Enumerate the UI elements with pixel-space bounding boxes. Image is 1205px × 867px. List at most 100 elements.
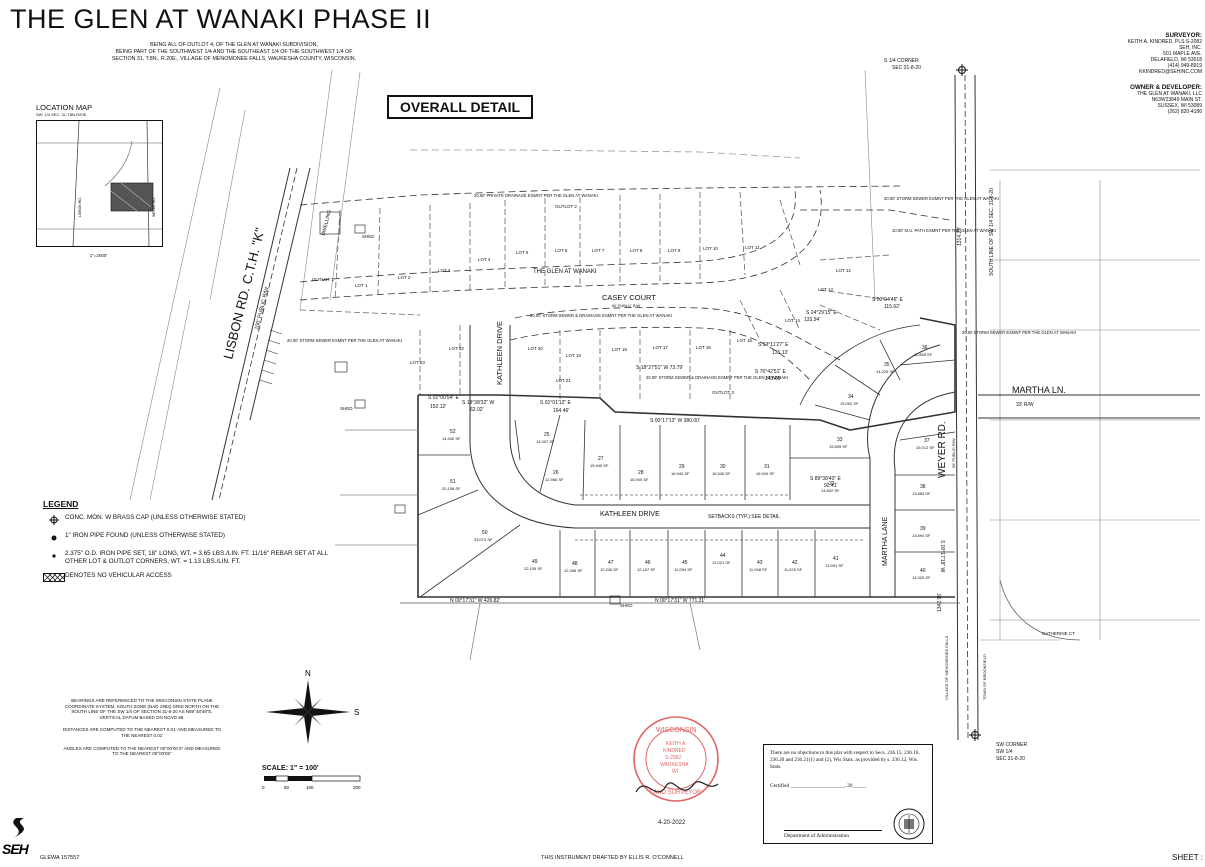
bearing-label: 140.65'	[765, 376, 781, 382]
bearing-label: N 00°17'31" W 426.82'	[450, 598, 500, 604]
certified-line: Certified ____________________, 20_____	[770, 783, 866, 789]
lot-label: OUTLOT 3	[712, 390, 734, 395]
lot-label: LOT 3	[438, 268, 451, 273]
lot-area: 12,396 SF	[564, 568, 583, 573]
lot-number: 52	[450, 429, 456, 435]
lot-area: 13,883 SF	[912, 491, 931, 496]
south-line-label: SOUTH LINE OF SW 1/4 SEC. 31-8-20	[989, 188, 995, 276]
location-map-frame: LISBON RD. WEYER RD.	[36, 120, 163, 247]
lot-number: 43	[757, 560, 763, 566]
compass-north-label: N	[305, 669, 311, 678]
compass-south-point	[304, 712, 312, 744]
easement-label: 20.00' STORM SEWER & DRAINAGE ESMNT PER …	[646, 375, 788, 380]
location-map-title: LOCATION MAP	[36, 103, 93, 112]
scale-tick: 200	[353, 785, 361, 790]
lot-number: 40	[920, 568, 926, 574]
setbacks-label: SETBACKS (TYP.) SEE DETAIL	[708, 514, 780, 520]
bearing-label: S 00°17'13" W 380.00'	[650, 418, 700, 424]
scale-tick: 0	[262, 785, 265, 790]
easement-label: 20.00' STORM SEWER ESMNT PER THE GLEN AT…	[884, 196, 999, 201]
lot-area: 22,105 SF	[524, 566, 543, 571]
south-adjacent-line-2	[469, 602, 481, 661]
location-map-graphic: LISBON RD. WEYER RD.	[37, 120, 162, 247]
lot-area: 15,012 SF	[916, 445, 935, 450]
drafted-by: THIS INSTRUMENT DRAFTED BY ELLIS R. O'CO…	[541, 855, 684, 861]
lot-number: 28	[638, 470, 644, 476]
lot-label: LOT 9	[668, 248, 681, 253]
lot-area: 12,240 SF	[600, 567, 619, 572]
bearing-label: 92.41'	[824, 483, 838, 489]
bearing-label: 62.02'	[470, 407, 484, 413]
weyer-row-label: 66' PUBLIC R/W	[951, 438, 956, 468]
weyer-road-east-line	[974, 74, 979, 741]
small-dot-icon	[43, 550, 65, 561]
lot-label: LOT 8	[630, 248, 643, 253]
stamp-date: 4-20-2022	[658, 820, 686, 826]
lot-area: 14,802 SF	[821, 488, 840, 493]
stamp-ring-text: WISCONSIN	[656, 727, 696, 734]
lot-label: LOT 14	[785, 318, 800, 323]
lot-number: 37	[924, 438, 930, 444]
martha-curve-west	[867, 344, 941, 459]
lot-number: 46	[645, 560, 651, 566]
lot-area: 15,505 SF	[829, 444, 848, 449]
lisbon-road-line	[211, 167, 291, 501]
bearing-label: S 01°00'54" E	[428, 395, 460, 401]
kathleen-north-edge	[509, 439, 870, 506]
lisbon-road-east-line	[249, 167, 311, 421]
lot-number: 49	[532, 559, 538, 565]
scale-bar-graphic: 0 50 100 200	[262, 775, 361, 790]
lot-area: 15,092 SF	[840, 401, 859, 406]
legend-item: DENOTES NO VEHICULAR ACCESS	[43, 572, 333, 582]
lot-area: 12,966 SF	[545, 477, 564, 482]
lot-area: 16,940 SF	[712, 471, 731, 476]
lot-number: 34	[848, 394, 854, 400]
catherine-ct-curve	[999, 579, 1081, 641]
lot-label: LOT 10	[703, 246, 718, 251]
quarter-corner-label-1: S 1/4 CORNER	[884, 58, 919, 64]
lot-label: LOT 1	[355, 283, 368, 288]
kathleen-horizontal-label: KATHLEEN DRIVE	[600, 511, 660, 518]
scale-bar: SCALE: 1" = 100' 0 50 100 200	[262, 765, 372, 797]
casey-court-row-label: 60' PUBLIC R/W	[612, 304, 641, 308]
kathleen-vertical-label: KATHLEEN DRIVE	[495, 321, 504, 385]
lot-area: 11,876 SF	[784, 567, 803, 572]
legend-item: 2.375" O.D. IRON PIPE SET, 18" LONG, WT.…	[43, 550, 333, 565]
lot-number: 29	[679, 464, 685, 470]
bearing-label: S 24°29'15" E	[806, 310, 838, 316]
shed-label: SHED	[362, 234, 375, 239]
filled-dot-icon	[43, 532, 65, 543]
lot-number: 32	[829, 481, 835, 487]
crosshair-icon	[43, 514, 65, 525]
compass-north-point	[304, 680, 312, 712]
file-number: GLEWA 157557	[40, 855, 80, 861]
scale-label: SCALE: 1" = 100'	[262, 765, 319, 772]
no-objection-text: There are no objections to this plat wit…	[770, 750, 920, 770]
scale-tick: 50	[284, 785, 290, 790]
signature-icon	[635, 781, 719, 793]
compass-east-point	[308, 708, 350, 716]
lot-area: 16,940 SF	[671, 471, 690, 476]
site-location-hatch	[110, 182, 154, 212]
easement-label: 10.00' M.U. PATH ESMNT PER THE GLEN AT W…	[892, 228, 996, 233]
stamp-name-line: KINDRED	[663, 748, 686, 754]
bearing-label: N 00°17'31" W 771.31'	[655, 598, 705, 604]
lot-label: LOT 21	[556, 378, 571, 383]
owner-block: OWNER & DEVELOPER: THE GLEN AT WANAKI, L…	[1130, 84, 1202, 115]
surveyor-block: SURVEYOR: KEITH A. KINDRED, PLS S-2082 S…	[1127, 32, 1202, 75]
easement-label: 20.00 STORM SEWER ESMNT PER THE GLEN AT …	[962, 330, 1076, 335]
lot-area: 16,940 SF	[756, 471, 775, 476]
corner-markers	[956, 64, 981, 741]
legend-item: 1" IRON PIPE FOUND (UNLESS OTHERWISE STA…	[43, 532, 333, 543]
lot-area: 33,074 SF	[474, 537, 493, 542]
sheet-label: SHEET :	[1172, 853, 1203, 862]
lot-area: 11,948 SF	[749, 567, 768, 572]
bearing-label: S 00°04'46" E	[872, 297, 904, 303]
lot-label: LOT 16	[696, 345, 711, 350]
sw-corner-label-2: SW 1/4	[996, 749, 1013, 755]
bearing-notes: BEARINGS ARE REFERENCED TO THE WISCONSIN…	[62, 698, 222, 757]
bearing-label: 115.62'	[884, 304, 900, 310]
lot-area: 16,940 SF	[630, 477, 649, 482]
stamp-name-line: S-2082	[665, 755, 681, 761]
bearing-label: 152.12'	[430, 404, 446, 410]
